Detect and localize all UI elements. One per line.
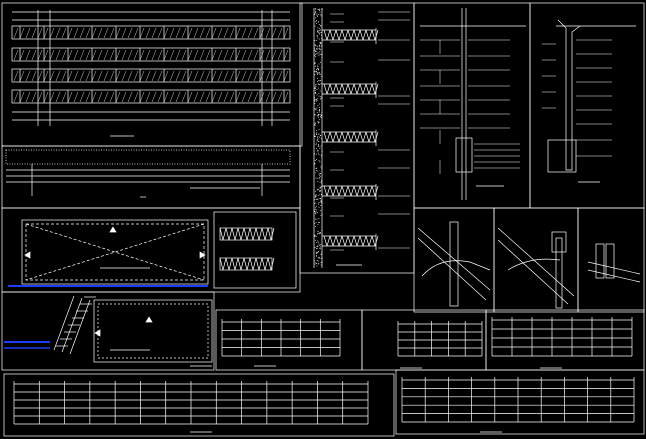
railing-row-middle	[215, 309, 645, 371]
floor-plan	[1, 207, 301, 293]
facade-elevation	[1, 2, 303, 147]
stair-detail	[1, 291, 215, 371]
isometric-details	[413, 207, 645, 313]
column-section	[299, 2, 415, 274]
wall-section-a	[413, 2, 531, 209]
wall-section-b	[529, 2, 645, 209]
railing-elevation-mid	[1, 145, 301, 209]
railing-long-bottom	[3, 369, 645, 437]
